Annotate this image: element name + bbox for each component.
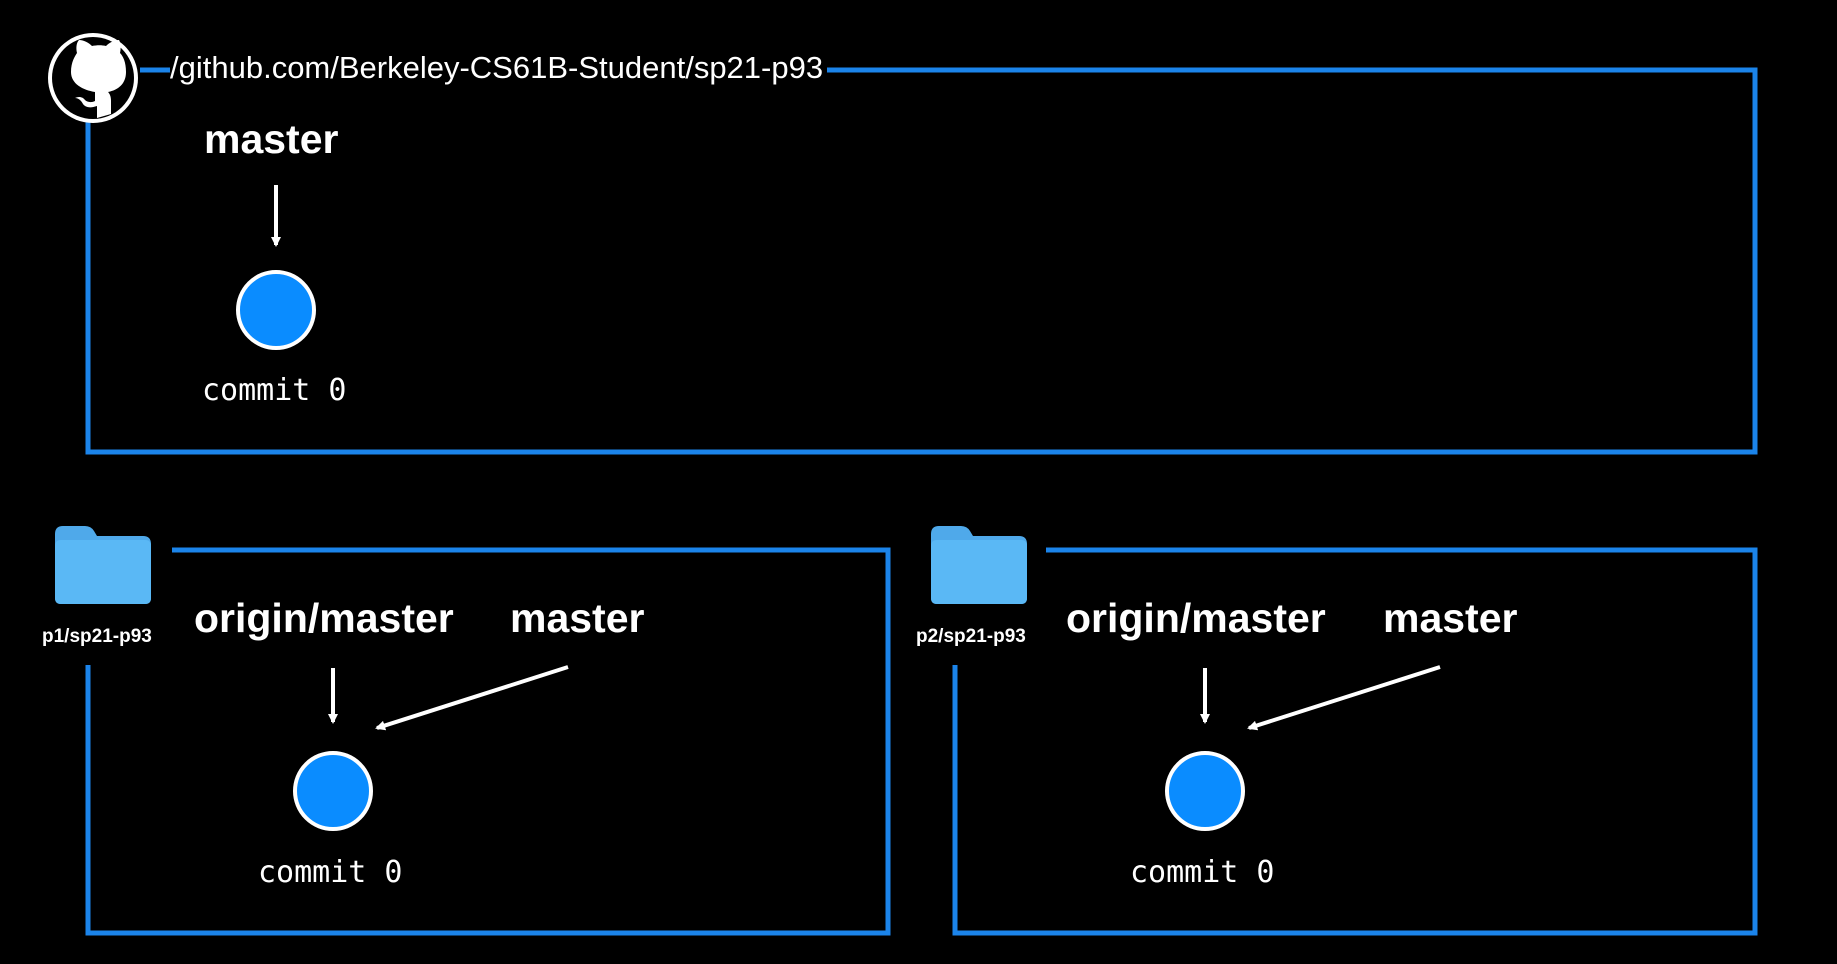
remote-repo-box [85,67,1758,455]
folder-label-p1: p1/sp21-p93 [42,626,152,647]
folder-icon [55,526,151,604]
p2-master-arrow [1247,665,1441,731]
local-repo-box-p1 [85,547,891,936]
p2-origin-master-label: origin/master [1066,595,1326,641]
p1-commit-label: commit 0 [258,855,403,890]
remote-commit-label: commit 0 [202,373,347,408]
folder-icon [931,526,1027,604]
p1-master-arrow [375,665,569,731]
github-icon [48,33,138,123]
remote-url: /github.com/Berkeley-CS61B-Student/sp21-… [170,50,828,86]
p2-commit-label: commit 0 [1130,855,1275,890]
p1-master-label: master [510,595,645,641]
p2-master-label: master [1383,595,1518,641]
remote-commit-node [236,270,316,350]
p1-origin-master-label: origin/master [194,595,454,641]
remote-master-label: master [204,116,339,162]
folder-label-p2: p2/sp21-p93 [916,626,1026,647]
local-repo-box-p2 [952,547,1758,936]
p1-commit-node [293,751,373,831]
p2-commit-node [1165,751,1245,831]
